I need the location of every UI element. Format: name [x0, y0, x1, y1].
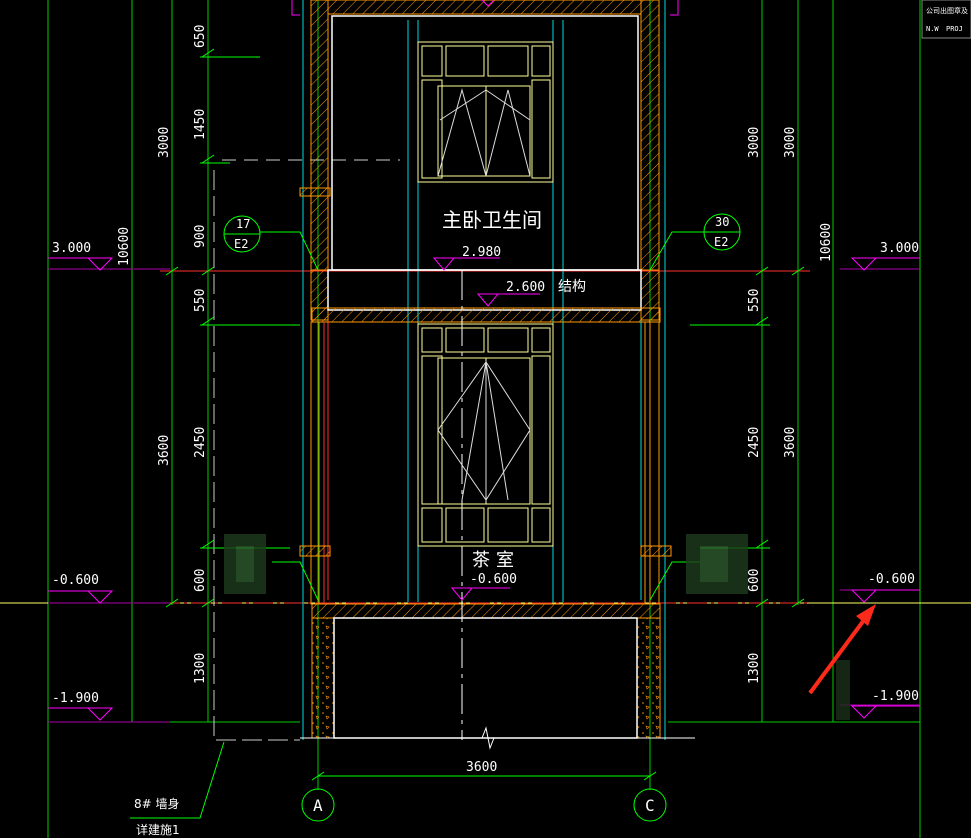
- dim-left-3000: 3000: [157, 127, 172, 158]
- axis-label-c: C: [645, 796, 655, 815]
- level-right-mid: -0.600: [868, 572, 915, 587]
- dim-left-1300: 1300: [193, 653, 208, 684]
- level-right-top: 3.000: [880, 241, 919, 256]
- axis-label-a: A: [313, 796, 323, 815]
- dim-left-650: 650: [193, 25, 208, 48]
- dim-left-1450: 1450: [193, 109, 208, 140]
- dim-right-1300: 1300: [747, 653, 762, 684]
- level-left-mid: -0.600: [52, 573, 99, 588]
- grid-lines: [47, 0, 921, 838]
- title-block-nw: N.W: [926, 25, 939, 33]
- dim-left-550: 550: [193, 289, 208, 312]
- level-left-top: 3.000: [52, 241, 91, 256]
- note-wall: 8# 墙身: [134, 796, 180, 811]
- dim-left-10600: 10600: [117, 227, 132, 266]
- dim-left-600: 600: [193, 569, 208, 592]
- title-block-line1: 公司出图章及: [926, 6, 968, 15]
- dim-right-3000a: 3000: [747, 127, 762, 158]
- room-name-upper: 主卧卫生间: [442, 208, 542, 232]
- dim-right-600: 600: [747, 569, 762, 592]
- dim-right-10600: 10600: [819, 223, 834, 262]
- level-right-low: -1.900: [872, 689, 919, 704]
- dim-left-3600: 3600: [157, 435, 172, 466]
- note-leader: [130, 741, 225, 819]
- dimension-ticks: [165, 48, 805, 781]
- dim-left-900: 900: [193, 225, 208, 248]
- blurred-patch: [224, 534, 850, 720]
- level-structure-label: 结构: [558, 279, 586, 295]
- room-name-lower: 茶室: [472, 550, 520, 571]
- axis-bubble-c: [633, 788, 667, 822]
- level-markers: [48, 257, 920, 721]
- annotation-arrow: [808, 604, 876, 695]
- datum-lines: [0, 268, 971, 723]
- dim-right-2450: 2450: [747, 427, 762, 458]
- window-lower: [417, 323, 554, 547]
- detail-left-sheet: E2: [234, 237, 248, 251]
- detail-left-num: 17: [236, 217, 250, 231]
- dim-right-3600: 3600: [783, 427, 798, 458]
- dim-left-2450: 2450: [193, 427, 208, 458]
- title-block-proj: PROJ: [946, 25, 963, 33]
- detail-callout-left: [223, 215, 319, 601]
- detail-right-sheet: E2: [714, 235, 728, 249]
- level-floor-upper: 2.980: [462, 245, 501, 260]
- note-detail: 详建施1: [136, 822, 180, 837]
- level-left-low: -1.900: [52, 691, 99, 706]
- axis-bubble-a: [301, 788, 335, 822]
- detail-right-num: 30: [715, 215, 729, 229]
- window-upper: [417, 41, 554, 183]
- dim-bottom-3600: 3600: [466, 760, 497, 775]
- dim-right-3000b: 3000: [783, 127, 798, 158]
- dim-right-550: 550: [747, 289, 762, 312]
- building-section: [213, 0, 695, 750]
- level-floor-lower: -0.600: [470, 572, 517, 587]
- level-structure: 2.600: [506, 280, 545, 295]
